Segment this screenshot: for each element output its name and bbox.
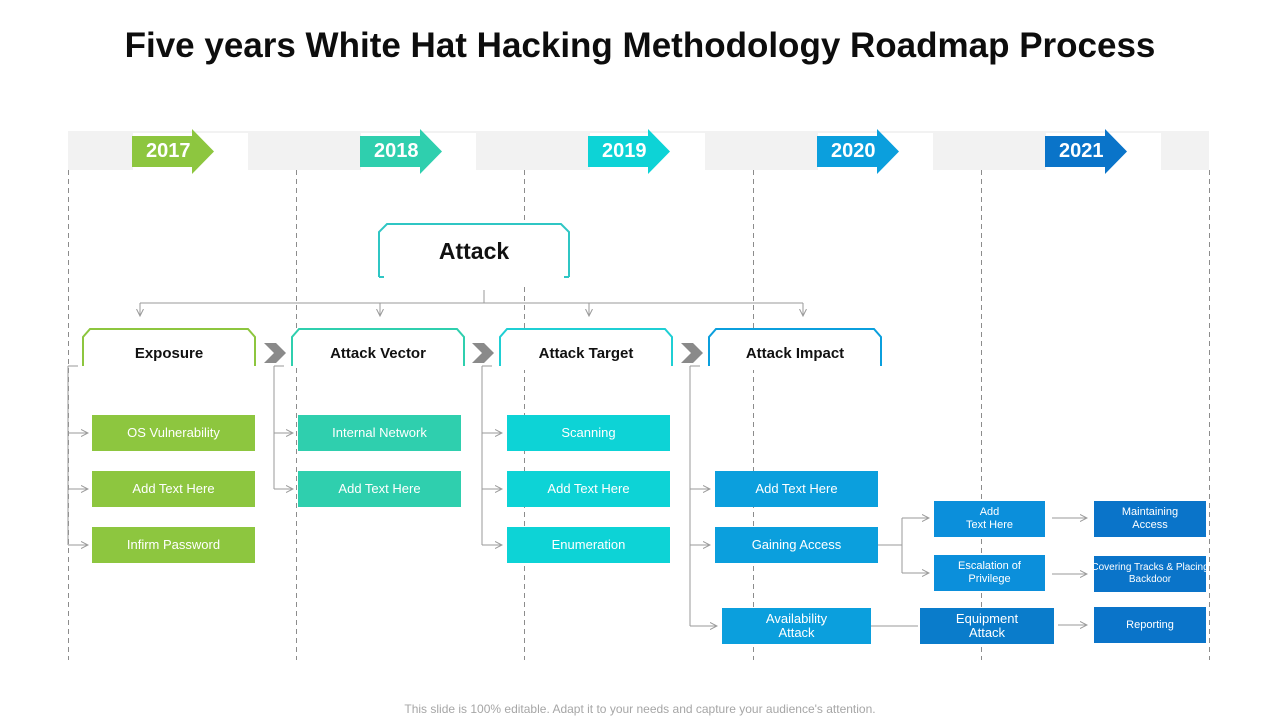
add-text-here-2020-box: Add Text Here xyxy=(934,501,1045,537)
category-attack-vector: Attack Vector xyxy=(330,345,426,362)
infirm-password-box: Infirm Password xyxy=(92,527,255,563)
category-exposure: Exposure xyxy=(134,345,204,362)
footer-note: This slide is 100% editable. Adapt it to… xyxy=(404,702,876,716)
impact-add-text-box: Add Text Here xyxy=(715,471,878,507)
enumeration-box: Enumeration xyxy=(507,527,670,563)
reporting-box: Reporting xyxy=(1094,607,1206,643)
category-attack-impact: Attack Impact xyxy=(745,345,845,362)
maintaining-access-box: Maintaining Access xyxy=(1094,501,1206,537)
covering-tracks-box: Covering Tracks & Placing Backdoor xyxy=(1094,556,1206,592)
category-brackets xyxy=(82,328,882,366)
vector-add-text-box: Add Text Here xyxy=(298,471,461,507)
os-vulnerability-box: OS Vulnerability xyxy=(92,415,255,451)
chevron-arrows xyxy=(264,343,703,363)
target-add-text-box: Add Text Here xyxy=(507,471,670,507)
equipment-attack-box: Equipment Attack xyxy=(920,608,1054,644)
gaining-access-box: Gaining Access xyxy=(715,527,878,563)
internal-network-box: Internal Network xyxy=(298,415,461,451)
attack-root-label: Attack xyxy=(438,238,510,264)
scanning-box: Scanning xyxy=(507,415,670,451)
exposure-add-text-box: Add Text Here xyxy=(92,471,255,507)
category-attack-target: Attack Target xyxy=(538,345,634,362)
escalation-of-privilege-box: Escalation of Privilege xyxy=(934,555,1045,591)
availability-attack-box: Availability Attack xyxy=(722,608,871,644)
attack-bracket xyxy=(378,223,570,278)
page-title: Five years White Hat Hacking Methodology… xyxy=(124,26,1156,65)
